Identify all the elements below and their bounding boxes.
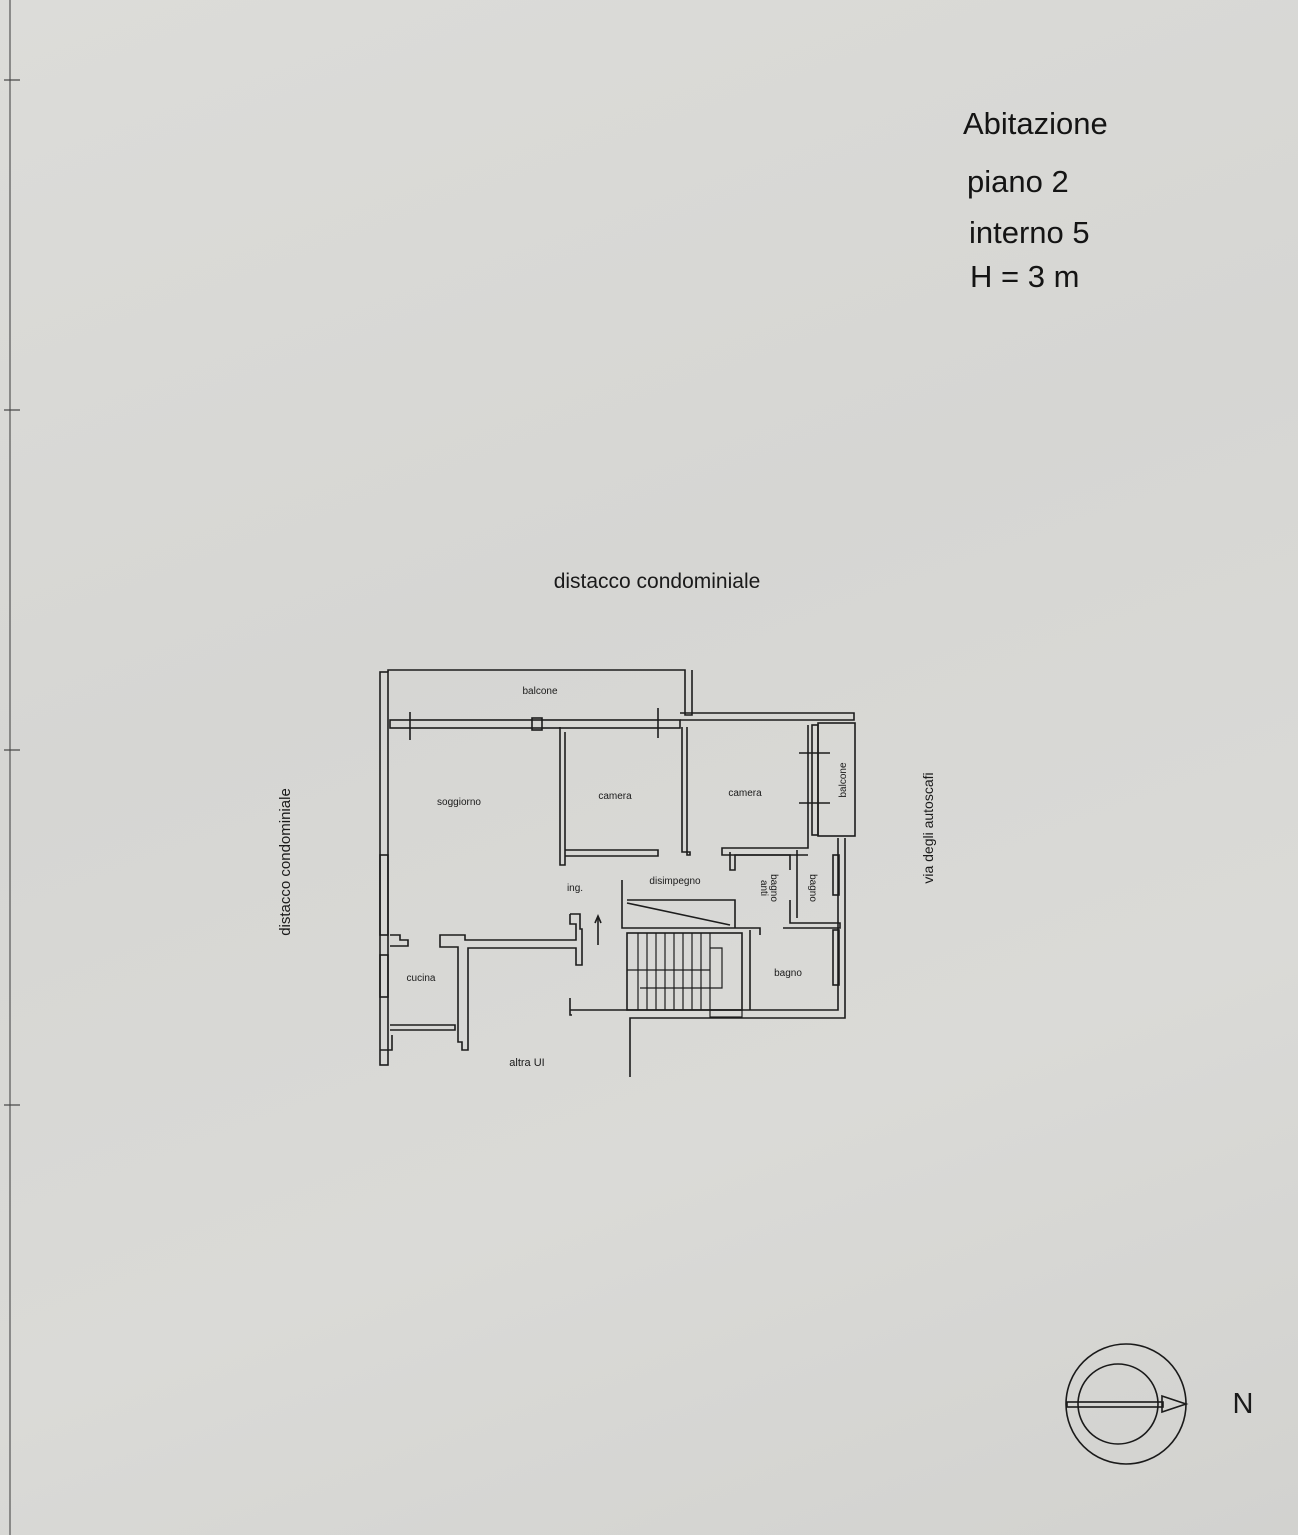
- walls: [379, 669, 856, 1077]
- room-living: soggiorno: [437, 797, 481, 808]
- room-kitchen: cucina: [407, 973, 436, 984]
- unit-label: interno 5: [969, 215, 1090, 250]
- label-top-boundary: distacco condominiale: [554, 570, 761, 593]
- room-antebath-line2: bagno: [768, 874, 779, 902]
- north-label: N: [1233, 1388, 1254, 1420]
- label-street: via degli autoscafi: [920, 772, 936, 883]
- room-hallway: disimpegno: [649, 876, 701, 887]
- room-antebath-line1: anti: [758, 880, 769, 896]
- room-bedroom-2: camera: [728, 788, 762, 799]
- room-labels: balcone soggiorno camera camera balcone …: [407, 686, 849, 984]
- north-arrow-icon: [1065, 1343, 1189, 1465]
- floor-label: piano 2: [967, 164, 1069, 199]
- room-bath-small: bagno: [807, 874, 818, 902]
- height-label: H = 3 m: [970, 259, 1080, 294]
- room-bedroom-1: camera: [598, 791, 632, 802]
- label-other-unit: altra UI: [509, 1057, 544, 1069]
- room-balcony-right: balcone: [838, 762, 849, 797]
- ticks: [4, 79, 20, 1106]
- room-balcony-top: balcone: [522, 686, 557, 697]
- plan-title: Abitazione: [963, 106, 1108, 141]
- room-bath: bagno: [774, 968, 802, 979]
- label-left-boundary: distacco condominiale: [277, 788, 294, 936]
- room-entrance: ing.: [567, 883, 583, 894]
